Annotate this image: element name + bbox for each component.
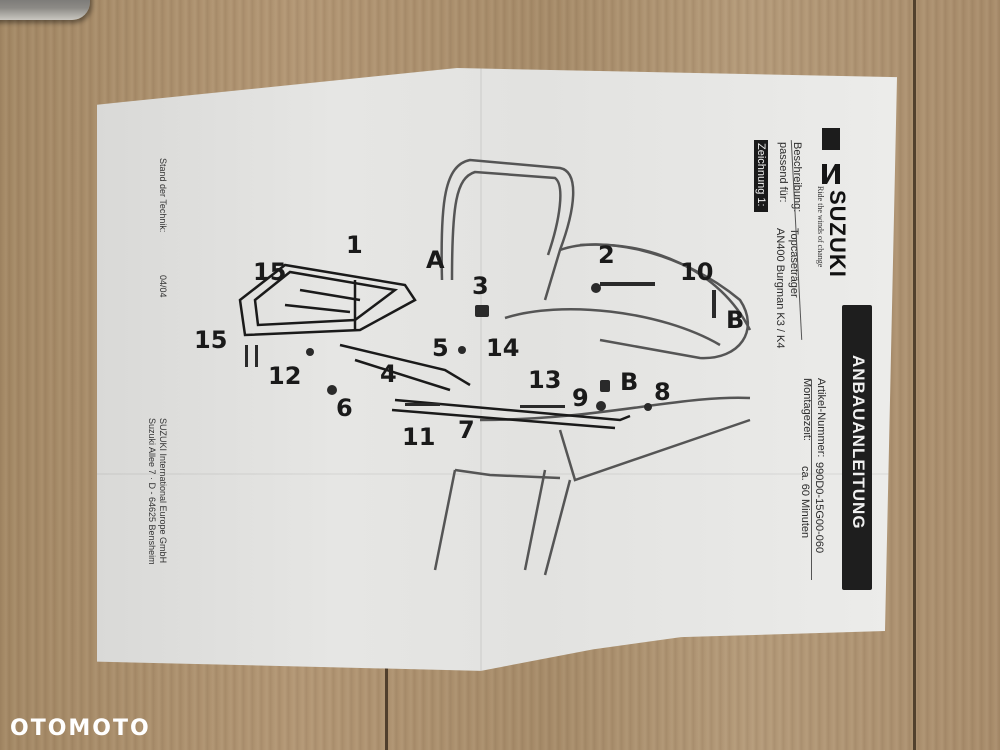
suzuki-s-logo-icon xyxy=(822,164,840,184)
company-address: Suzuki Allee 7 · D - 64625 Bensheim xyxy=(147,418,157,565)
field-value-article-number: 990D0-15G00-060 xyxy=(813,462,825,554)
callout-6: 6 xyxy=(336,394,353,422)
callout-7: 7 xyxy=(458,416,475,444)
callout-15-top: 15 xyxy=(253,258,287,286)
callout-4: 4 xyxy=(380,360,397,388)
metal-object-corner xyxy=(0,0,90,20)
callout-13: 13 xyxy=(528,366,562,394)
field-label-fits: passend für: xyxy=(777,142,789,203)
callout-5: 5 xyxy=(432,334,449,362)
field-value-fits: AN400 Burgman K3 / K4 xyxy=(774,228,786,349)
callout-11: 11 xyxy=(402,423,436,451)
document-title: ANBAUANLEITUNG xyxy=(849,355,868,530)
callout-14: 14 xyxy=(486,334,520,362)
callout-a: A xyxy=(426,246,445,274)
callout-2: 2 xyxy=(598,241,615,269)
callout-8: 8 xyxy=(654,378,671,406)
field-value-assembly-time: ca. 60 Minuten xyxy=(799,466,811,539)
drawing-label: Zeichnung 1: xyxy=(755,143,767,207)
plank-gap xyxy=(385,600,388,750)
callout-15-left: 15 xyxy=(194,326,228,354)
company-name: SUZUKI International Europe GmbH xyxy=(158,418,168,564)
plank-gap xyxy=(913,0,916,750)
callout-b-upper: B xyxy=(726,306,745,334)
suzuki-flag-icon xyxy=(822,128,840,150)
field-label-article-number: Artikel-Nummer: xyxy=(815,378,827,458)
stand-value: 04/04 xyxy=(158,275,168,298)
stand-label: Stand der Technik: xyxy=(158,158,168,233)
title-bar xyxy=(842,305,872,590)
callout-3: 3 xyxy=(472,272,489,300)
callout-9: 9 xyxy=(572,384,589,412)
callout-10: 10 xyxy=(680,258,714,286)
callout-b-lower: B xyxy=(620,368,639,396)
drawing-label-bg xyxy=(754,140,768,212)
divider-line xyxy=(811,380,812,580)
otomoto-watermark: OTOMOTO xyxy=(10,716,151,741)
fold-line-vertical xyxy=(480,68,482,671)
callout-12: 12 xyxy=(268,362,302,390)
brand-name: SUZUKI xyxy=(825,190,850,278)
fold-line-horizontal xyxy=(97,473,897,475)
callout-1: 1 xyxy=(346,231,363,259)
brand-slogan: Ride the winds of change xyxy=(816,186,825,268)
